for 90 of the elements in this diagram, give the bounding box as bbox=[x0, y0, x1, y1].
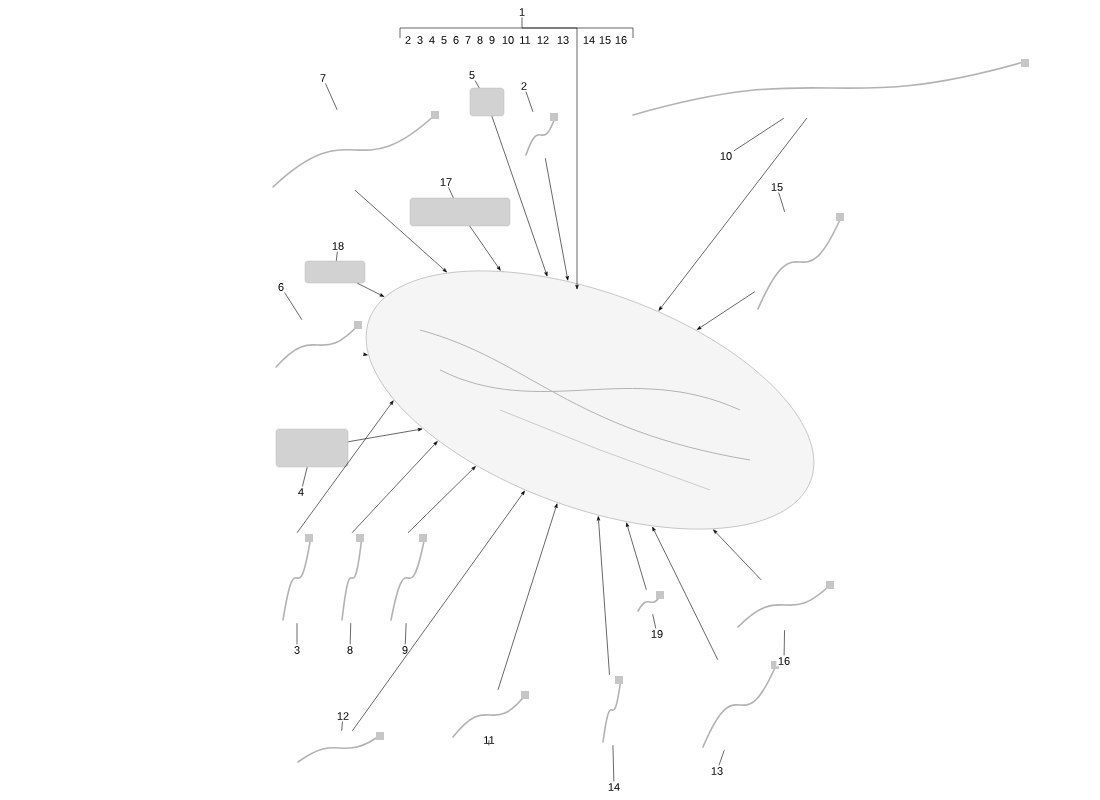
callout-number: 14 bbox=[606, 781, 622, 793]
callout-number: 5 bbox=[467, 69, 477, 81]
cable-drawing bbox=[525, 113, 558, 156]
callout-number: 13 bbox=[709, 765, 725, 777]
arrow bbox=[713, 529, 762, 581]
arrow bbox=[469, 225, 501, 271]
leader-line bbox=[341, 721, 343, 732]
callout-number: 15 bbox=[599, 36, 611, 44]
cable-drawing bbox=[602, 676, 623, 743]
arrow bbox=[497, 503, 558, 691]
callout-number: 4 bbox=[429, 36, 435, 44]
cable-drawing bbox=[297, 732, 384, 763]
leader-line bbox=[733, 117, 785, 152]
callout-number: 11 bbox=[520, 36, 531, 44]
callout-number: 15 bbox=[769, 181, 785, 193]
connector-drawing bbox=[469, 87, 505, 117]
cable-drawing bbox=[275, 321, 362, 368]
callout-number: 9 bbox=[400, 644, 410, 656]
arrow bbox=[296, 400, 394, 534]
arrow bbox=[352, 490, 525, 732]
leader-line bbox=[296, 622, 298, 645]
callout-number: 19 bbox=[649, 628, 665, 640]
leader-line bbox=[284, 292, 303, 321]
connector-drawing bbox=[304, 260, 366, 284]
leader-line bbox=[718, 749, 725, 766]
callout-number: 2 bbox=[519, 80, 529, 92]
callout-number: 3 bbox=[417, 36, 423, 44]
arrow bbox=[626, 522, 647, 591]
callout-number: 9 bbox=[489, 36, 495, 44]
leader-line bbox=[778, 192, 785, 213]
arrow bbox=[351, 441, 438, 534]
cable-drawing bbox=[452, 691, 529, 738]
cable-drawing bbox=[637, 591, 664, 612]
leader-line bbox=[612, 744, 615, 782]
leader-line bbox=[783, 629, 785, 656]
callout-number: 12 bbox=[537, 36, 549, 44]
callout-number: 8 bbox=[477, 36, 483, 44]
cable-drawing bbox=[632, 59, 1029, 116]
callout-number: 16 bbox=[615, 36, 627, 44]
callout-number: 4 bbox=[296, 486, 306, 498]
arrow bbox=[491, 115, 548, 277]
arrow bbox=[658, 117, 808, 311]
callout-number: 3 bbox=[292, 644, 302, 656]
cable-drawing bbox=[737, 581, 834, 628]
arrow bbox=[347, 428, 423, 443]
leader-line bbox=[349, 622, 352, 645]
arrow bbox=[362, 352, 368, 356]
callout-number: 16 bbox=[776, 655, 792, 667]
arrow bbox=[596, 516, 610, 676]
cable-drawing bbox=[390, 534, 427, 621]
callout-number: 18 bbox=[330, 240, 346, 252]
leader-line bbox=[302, 466, 308, 487]
cable-drawing bbox=[272, 111, 439, 188]
callout-number: 2 bbox=[405, 36, 411, 44]
callout-number: 13 bbox=[557, 36, 569, 44]
leader-line bbox=[652, 613, 657, 629]
callout-number: 6 bbox=[276, 281, 286, 293]
callout-number: 10 bbox=[502, 36, 514, 44]
arrow bbox=[354, 189, 447, 273]
arrow bbox=[407, 466, 476, 534]
connector-drawing bbox=[409, 197, 511, 227]
leader-line bbox=[404, 622, 407, 645]
callout-number: 11 bbox=[481, 734, 497, 746]
callout-number: 17 bbox=[438, 176, 454, 188]
cable-drawing bbox=[341, 534, 364, 621]
callout-number: 7 bbox=[465, 36, 471, 44]
arrow bbox=[521, 17, 579, 290]
callout-number: 7 bbox=[318, 72, 328, 84]
leader-line bbox=[325, 83, 338, 111]
cable-drawing bbox=[757, 213, 844, 310]
leader-line bbox=[488, 739, 490, 746]
arrow bbox=[652, 526, 719, 661]
cable-drawing bbox=[702, 661, 779, 748]
arrow bbox=[696, 291, 756, 330]
arrow bbox=[545, 157, 569, 281]
leader-line bbox=[336, 251, 338, 262]
connector-drawing bbox=[275, 428, 349, 468]
leader-line bbox=[525, 91, 534, 113]
car-drawing bbox=[365, 270, 815, 530]
callout-number: 14 bbox=[583, 36, 595, 44]
callout-number: 6 bbox=[453, 36, 459, 44]
callout-number: 8 bbox=[345, 644, 355, 656]
callout-number: 10 bbox=[718, 150, 734, 162]
leader-line bbox=[474, 80, 480, 89]
leader-line bbox=[448, 187, 454, 199]
arrow bbox=[357, 282, 385, 297]
callout-number: 5 bbox=[441, 36, 447, 44]
callout-number: 12 bbox=[335, 710, 351, 722]
cable-drawing bbox=[282, 534, 313, 621]
callout-number: 1 bbox=[517, 6, 527, 18]
